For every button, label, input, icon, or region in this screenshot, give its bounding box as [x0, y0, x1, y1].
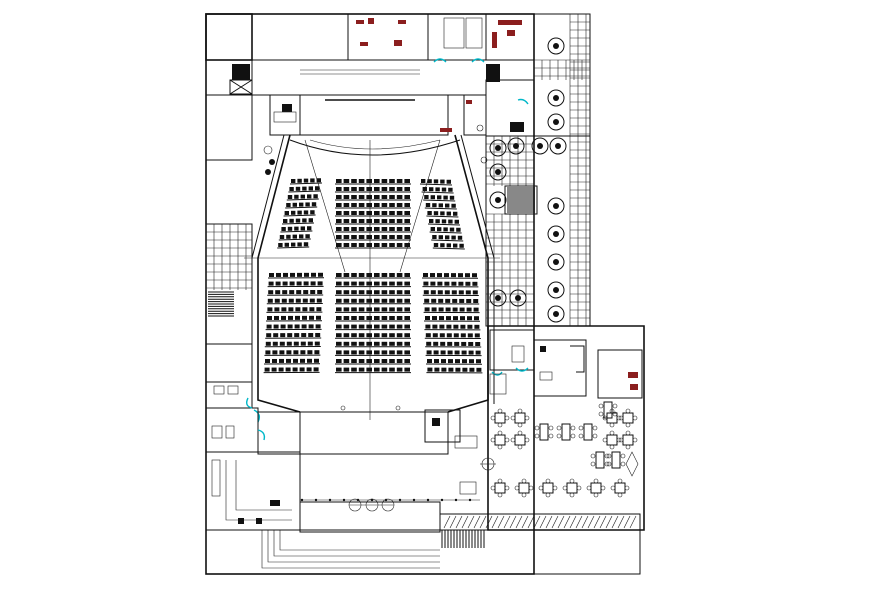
service-area: [205, 381, 301, 531]
stage: [289, 94, 461, 420]
seating: [263, 178, 483, 374]
front-lobby: [253, 405, 478, 455]
exterior-terrace: [485, 13, 591, 327]
right-rooms: [263, 79, 535, 175]
left-corridor: [205, 223, 253, 345]
top-rooms: [229, 13, 535, 95]
cafe: [439, 325, 645, 531]
entrance: [205, 498, 641, 575]
